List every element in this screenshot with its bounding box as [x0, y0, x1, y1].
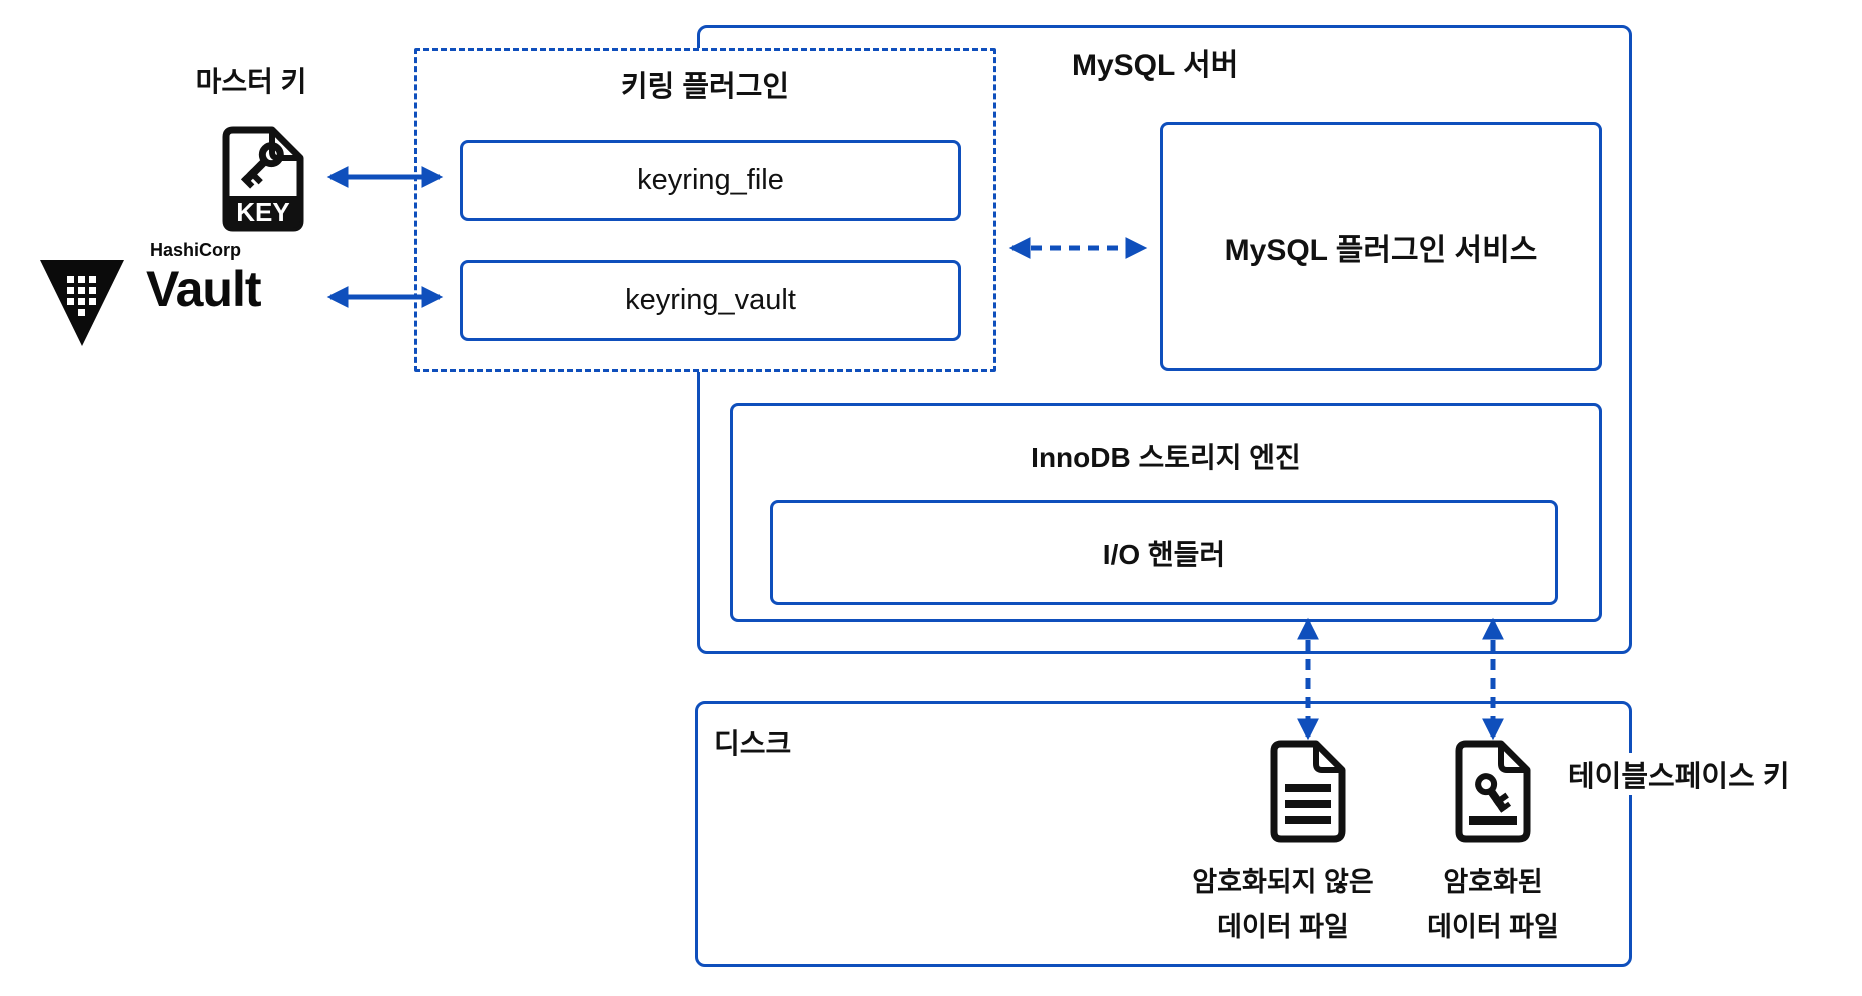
- mysql-plugin-service-box: MySQL 플러그인 서비스: [1160, 122, 1602, 371]
- key-glyph: [1475, 773, 1512, 813]
- key-file-icon: KEY: [222, 126, 304, 232]
- vault-product-text: Vault: [146, 261, 261, 317]
- keyring-file-label: keyring_file: [637, 164, 784, 196]
- keyring-file-box: keyring_file: [460, 140, 961, 221]
- vault-brand-text: HashiCorp: [150, 240, 242, 260]
- master-key-label: 마스터 키: [195, 66, 307, 97]
- mysql-server-title: MySQL 서버: [1072, 49, 1239, 82]
- unencrypted-file-label: 암호화되지 않은 데이터 파일: [1158, 860, 1408, 950]
- key-glyph: [240, 142, 284, 189]
- unencrypted-file-icon: [1270, 740, 1346, 843]
- encrypted-file-label-line1: 암호화된: [1443, 867, 1543, 897]
- unencrypted-file-label-line2: 데이터 파일: [1217, 912, 1349, 942]
- encrypted-file-label: 암호화된 데이터 파일: [1368, 860, 1618, 950]
- io-handler-label: I/O 핸들러: [1102, 538, 1226, 570]
- vault-logo-icon: [40, 260, 124, 346]
- keyring-vault-label: keyring_vault: [625, 284, 796, 316]
- mysql-plugin-service-label: MySQL 플러그인 서비스: [1224, 233, 1538, 267]
- unencrypted-file-label-line1: 암호화되지 않은: [1192, 867, 1374, 897]
- encrypted-file-icon: [1455, 740, 1531, 843]
- disk-box: [695, 701, 1632, 967]
- io-handler-box: I/O 핸들러: [770, 500, 1558, 605]
- keyring-vault-box: keyring_vault: [460, 260, 961, 341]
- keyring-plugin-title: 키링 플러그인: [620, 71, 790, 103]
- encrypted-file-label-line2: 데이터 파일: [1427, 912, 1559, 942]
- innodb-box: InnoDB 스토리지 엔진 I/O 핸들러: [730, 403, 1602, 622]
- keyring-plugin-box: 키링 플러그인 keyring_file keyring_vault: [414, 48, 996, 372]
- innodb-title: InnoDB 스토리지 엔진: [1031, 442, 1301, 473]
- tablespace-key-label: 테이블스페이스 키: [1562, 753, 1796, 795]
- disk-title: 디스크: [714, 728, 792, 759]
- key-icon-text: KEY: [236, 197, 289, 227]
